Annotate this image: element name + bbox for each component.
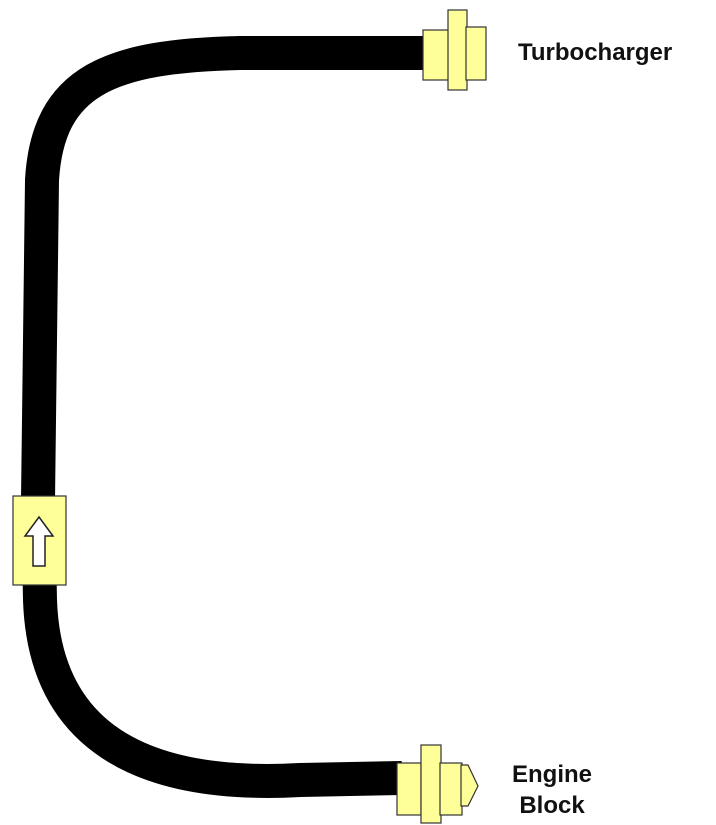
engine-fitting-body-left [396,762,422,816]
engine-block-fitting [396,744,479,824]
turbo-fitting-nut [447,9,468,91]
engine-fitting-nut [420,744,442,824]
hose [21,36,428,798]
engine-fitting-body-right [439,762,463,816]
turbo-fitting-body-left [422,29,451,81]
engine-label-line2: Block [519,792,585,819]
turbocharger-fitting [422,9,487,91]
check-valve [12,495,67,586]
engine-label-line1: Engine [512,761,593,788]
turbo-fitting-body-right [465,26,487,81]
up-arrow-icon [23,515,55,567]
engine-block-label: Engine Block [512,759,592,821]
engine-fitting-tip [460,764,479,807]
turbocharger-label: Turbocharger [518,39,673,66]
